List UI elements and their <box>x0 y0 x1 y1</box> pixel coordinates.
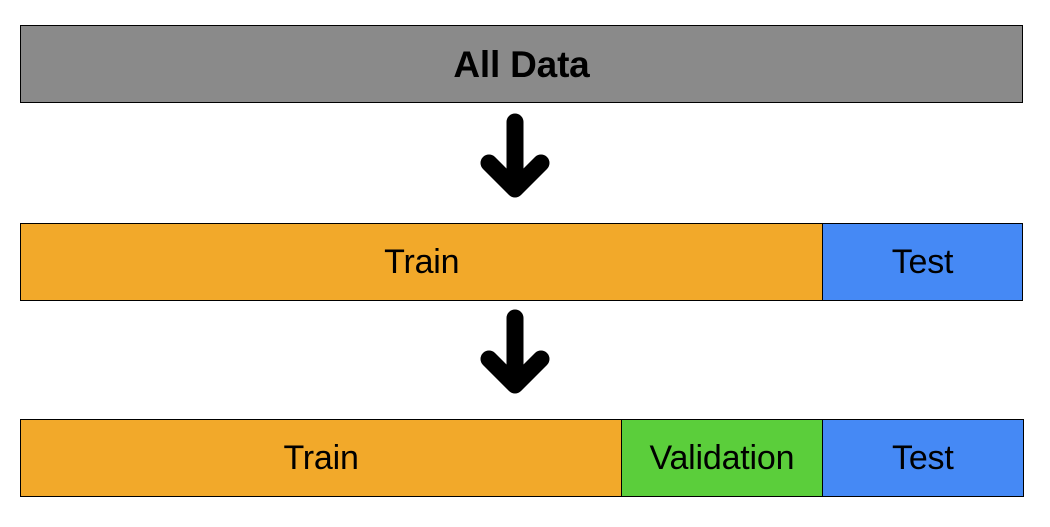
segment-test-final: Test <box>821 419 1025 497</box>
segment-label-test: Test <box>891 243 954 281</box>
segment-label-test-final: Test <box>892 439 954 477</box>
segment-validation: Validation <box>620 419 824 497</box>
row-all-data: All Data <box>20 25 1023 103</box>
row-train-test: Train Test <box>20 223 1023 301</box>
segment-label-validation: Validation <box>649 439 795 477</box>
segment-label-train: Train <box>384 243 460 281</box>
row-train-validation-test: Train Validation Test <box>20 419 1025 497</box>
segment-train-final: Train <box>20 419 623 497</box>
segment-all-data: All Data <box>20 25 1023 103</box>
segment-label-train-final: Train <box>283 439 359 477</box>
segment-train: Train <box>20 223 824 301</box>
segment-test: Test <box>822 223 1023 301</box>
segment-label-all-data: All Data <box>453 43 590 85</box>
arrow-down-icon-2 <box>470 309 560 399</box>
arrow-down-icon-1 <box>470 113 560 203</box>
